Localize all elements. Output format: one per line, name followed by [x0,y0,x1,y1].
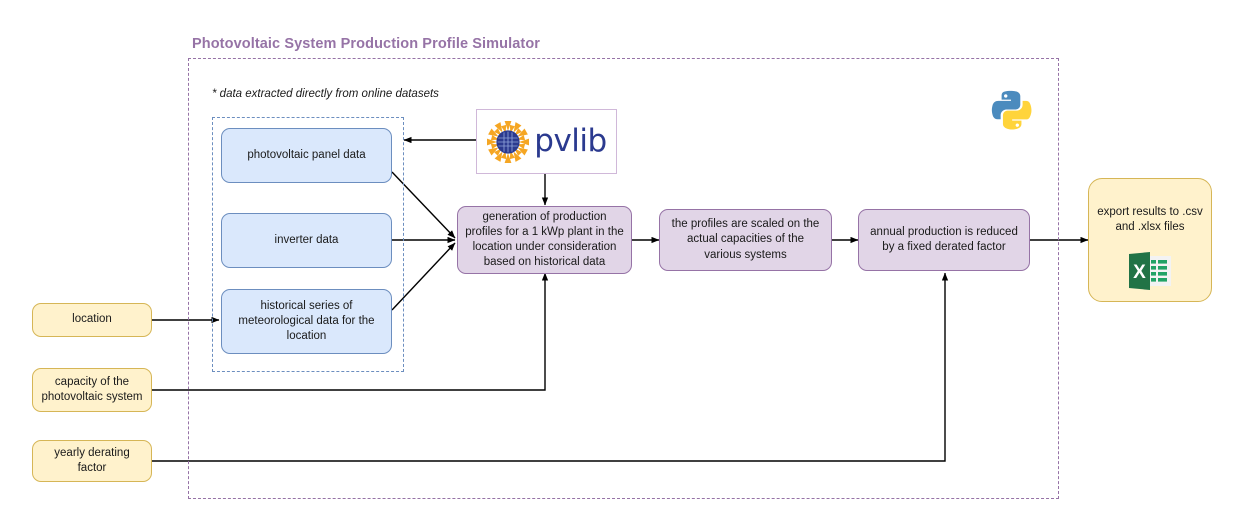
arrow-panel-data-to-process1 [391,171,456,239]
arrow-derating-to-process3 [152,272,949,462]
node-label: annual production is reduced by a fixed … [870,225,1018,253]
node-label: photovoltaic panel data [247,148,366,161]
pvlib-sun-icon [486,120,530,164]
svg-text:X: X [1133,262,1146,283]
node-input-location[interactable]: location [32,303,152,337]
page-title: Photovoltaic System Production Profile S… [192,36,541,52]
node-process-derated-factor[interactable]: annual production is reduced by a fixed … [858,209,1030,271]
node-label: export results to .csv and .xlsx files [1097,206,1203,234]
node-process-generation-profiles[interactable]: generation of production profiles for a … [457,206,632,274]
python-logo-icon [988,88,1034,134]
node-label: location [72,313,112,326]
node-inverter-data[interactable]: inverter data [221,213,392,268]
simulator-boundary [188,58,1059,499]
pvlib-logo-card: pvlib [476,109,617,174]
arrow-meteo-data-to-process1 [391,242,456,311]
arrow-capacity-to-process1 [152,272,549,391]
datasets-note: * data extracted directly from online da… [212,88,439,100]
node-process-scale-capacities[interactable]: the profiles are scaled on the actual ca… [659,209,832,271]
online-datasets-group [212,117,404,372]
node-label: the profiles are scaled on the actual ca… [671,218,820,261]
node-historical-meteorological-data[interactable]: historical series of meteorological data… [221,289,392,354]
node-label: inverter data [274,233,339,246]
node-input-derating-factor[interactable]: yearly derating factor [32,440,152,482]
node-label: capacity of the photovoltaic system [41,375,143,403]
node-label: yearly derating factor [54,446,130,474]
excel-file-icon: X [1126,252,1174,290]
node-input-capacity[interactable]: capacity of the photovoltaic system [32,368,152,412]
node-label: historical series of meteorological data… [238,299,375,343]
pvlib-wordmark: pvlib [534,123,607,159]
node-label: generation of production profiles for a … [465,210,624,269]
node-photovoltaic-panel-data[interactable]: photovoltaic panel data [221,128,392,183]
